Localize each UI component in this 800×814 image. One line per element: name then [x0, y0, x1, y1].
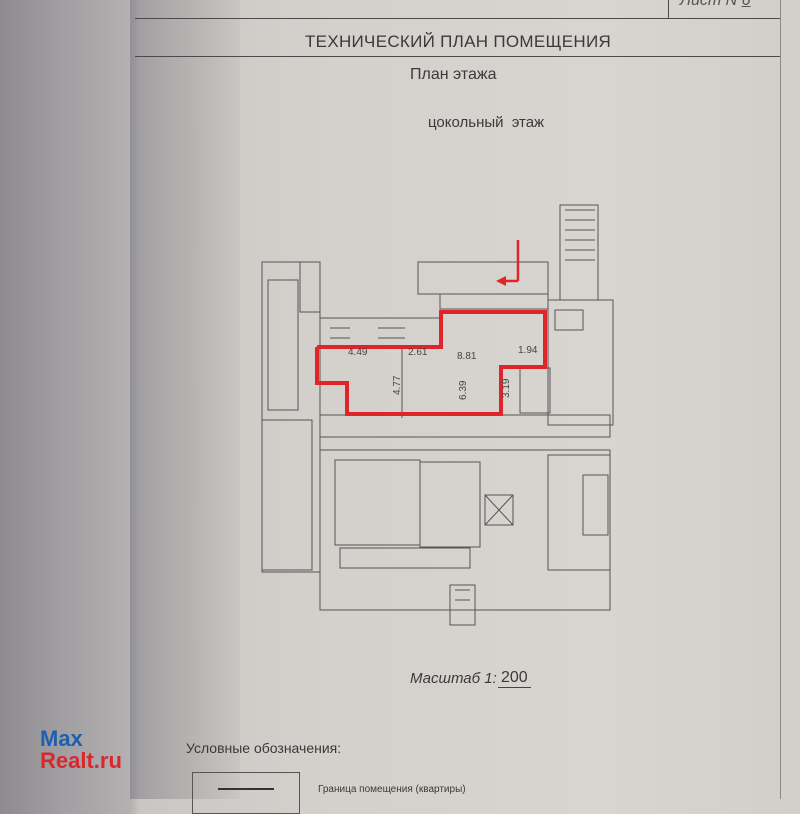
dimension-label: 3.19	[501, 378, 512, 398]
watermark-logo: Max Realt.ru	[40, 726, 122, 773]
legend-line-symbol	[218, 788, 274, 790]
frame-right	[780, 0, 781, 799]
legend-title: Условные обозначения:	[186, 740, 342, 756]
dimension-label: 6.39	[458, 380, 469, 400]
scale-value: 200	[498, 669, 531, 688]
header-line-top	[135, 18, 780, 19]
dimension-label: 1.94	[518, 345, 538, 356]
entrance-arrow	[496, 240, 520, 286]
sheet-box-divider	[668, 0, 669, 18]
document-title: ТЕХНИЧЕСКИЙ ПЛАН ПОМЕЩЕНИЯ	[305, 32, 612, 51]
sheet-number: Лист N 6	[680, 0, 751, 9]
header-line-bottom	[135, 56, 780, 57]
floor-label: цокольный этаж	[428, 114, 545, 131]
dimension-label: 4.49	[348, 347, 368, 358]
plan-subtitle: План этажа	[410, 66, 497, 83]
dimension-label: 8.81	[457, 351, 477, 362]
page-fold-shadow	[130, 0, 240, 799]
plan-wall-left	[261, 261, 321, 573]
legend-symbol-box	[192, 772, 300, 814]
scale-label: Масштаб 1:	[410, 670, 497, 687]
dimension-label: 4.77	[392, 375, 403, 395]
dimension-label: 2.61	[408, 347, 428, 358]
room-boundary-highlight	[315, 310, 547, 416]
legend-item-label: Граница помещения (квартиры)	[318, 784, 466, 795]
page-edge	[135, 0, 136, 799]
